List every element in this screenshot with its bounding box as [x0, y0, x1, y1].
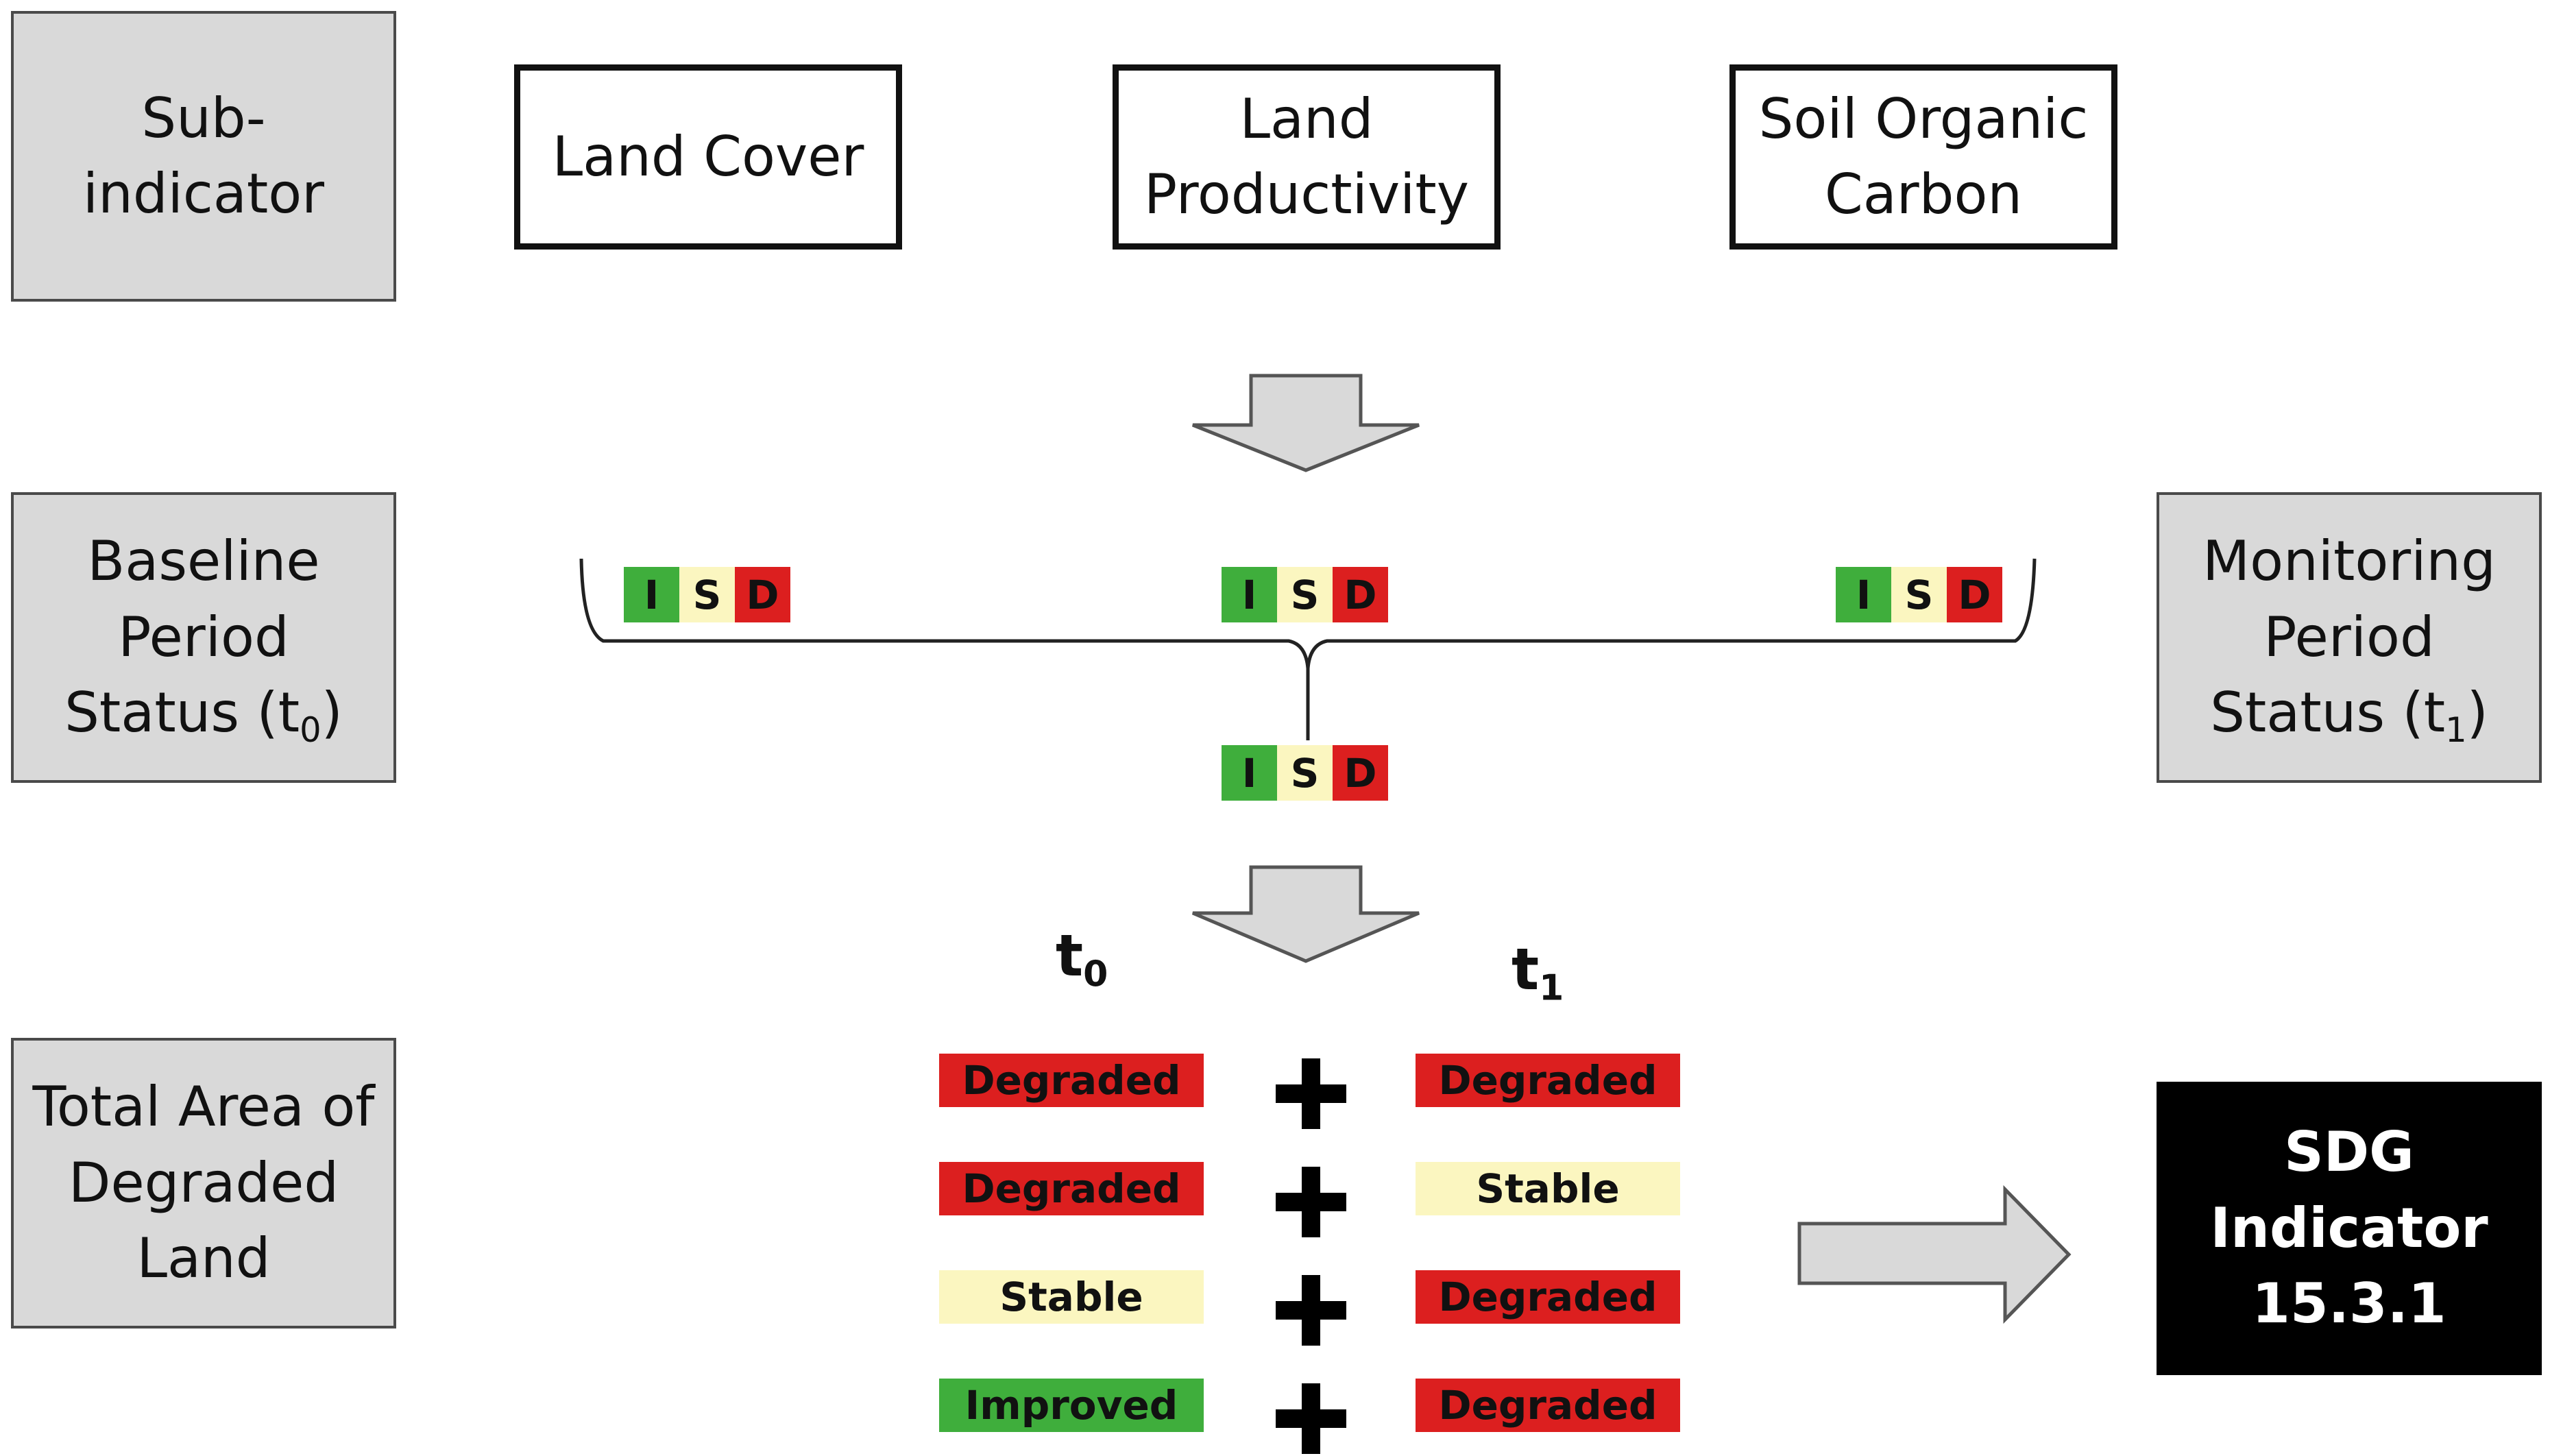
improved-cell: I: [1222, 745, 1277, 801]
row-label-line: Status (t0): [64, 681, 343, 751]
improved-cell: I: [624, 567, 679, 622]
improved-cell: I: [1836, 567, 1891, 622]
row-label-total-area: Total Area of Degraded Land: [11, 1038, 396, 1328]
stable-cell: S: [679, 567, 735, 622]
row-label-line: Degraded: [68, 1150, 339, 1215]
sdg-line: Indicator: [2210, 1196, 2488, 1260]
isd-chip-land-productivity: I S D: [1222, 567, 1388, 622]
sub-indicator-land-productivity: Land Productivity: [1113, 64, 1501, 250]
plus-icon: [1276, 1058, 1346, 1129]
sdg-indicator-box: SDG Indicator 15.3.1: [2157, 1082, 2542, 1375]
row-label-line: Baseline: [87, 529, 320, 594]
down-arrow-icon: [1192, 865, 1420, 963]
status-t1-row-1: Degraded: [1416, 1054, 1680, 1107]
stable-cell: S: [1277, 745, 1333, 801]
status-t1-row-3: Degraded: [1416, 1270, 1680, 1324]
isd-chip-land-cover: I S D: [624, 567, 790, 622]
row-label-line: Total Area of: [32, 1075, 375, 1139]
brace-connector: [579, 558, 2037, 740]
right-arrow-icon: [1797, 1185, 2072, 1324]
row-label-line: Land: [136, 1226, 271, 1291]
status-t1-row-4: Degraded: [1416, 1379, 1680, 1432]
degraded-cell: D: [735, 567, 790, 622]
degraded-cell: D: [1947, 567, 2002, 622]
plus-icon: [1276, 1167, 1346, 1237]
isd-chip-combined: I S D: [1222, 745, 1388, 801]
status-t0-row-3: Stable: [939, 1270, 1204, 1324]
row-label-line: Status (t1): [2210, 681, 2488, 751]
improved-cell: I: [1222, 567, 1277, 622]
row-label-baseline: Baseline Period Status (t0): [11, 492, 396, 783]
sub-indicator-label: Land Cover: [552, 124, 864, 189]
row-label-line: Sub-: [141, 86, 266, 150]
sub-indicator-label: Productivity: [1143, 162, 1470, 226]
stable-cell: S: [1277, 567, 1333, 622]
status-t0-row-4: Improved: [939, 1379, 1204, 1432]
row-label-line: Period: [118, 605, 289, 669]
plus-icon: [1276, 1383, 1346, 1454]
row-label-line: Monitoring: [2202, 529, 2496, 594]
sub-indicator-label: Land: [1239, 86, 1374, 151]
row-label-line: Period: [2263, 605, 2435, 669]
stable-cell: S: [1891, 567, 1947, 622]
isd-chip-soil-organic-carbon: I S D: [1836, 567, 2002, 622]
degraded-cell: D: [1333, 745, 1388, 801]
sub-indicator-label: Carbon: [1824, 162, 2023, 226]
time-label-t0: t0: [1056, 922, 1108, 995]
status-t0-row-2: Degraded: [939, 1162, 1204, 1215]
status-t0-row-1: Degraded: [939, 1054, 1204, 1107]
time-label-t1: t1: [1511, 936, 1564, 1009]
status-t1-row-2: Stable: [1416, 1162, 1680, 1215]
row-label-monitoring: Monitoring Period Status (t1): [2157, 492, 2542, 783]
sdg-line: SDG: [2284, 1120, 2414, 1185]
row-label-sub-indicator: Sub- indicator: [11, 11, 396, 302]
down-arrow-icon: [1192, 374, 1420, 472]
sub-indicator-label: Soil Organic: [1758, 86, 2089, 151]
plus-icon: [1276, 1275, 1346, 1346]
sdg-line: 15.3.1: [2252, 1272, 2446, 1336]
sub-indicator-land-cover: Land Cover: [514, 64, 902, 250]
degraded-cell: D: [1333, 567, 1388, 622]
row-label-line: indicator: [82, 162, 325, 226]
sub-indicator-soil-organic-carbon: Soil Organic Carbon: [1729, 64, 2117, 250]
